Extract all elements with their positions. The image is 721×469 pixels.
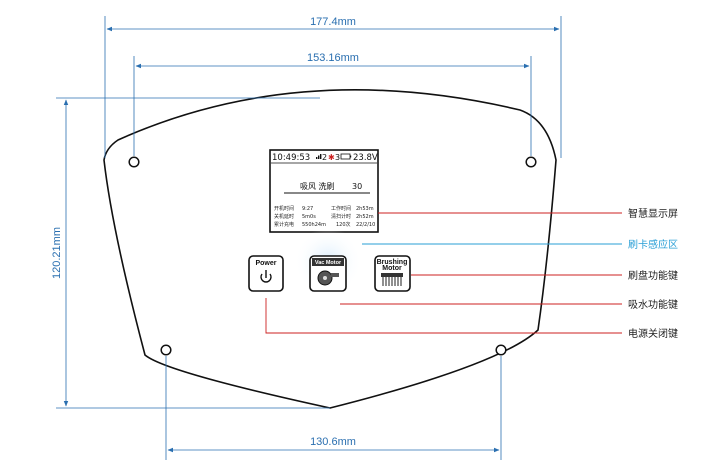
vac-motor-button[interactable]: Vac Motor	[309, 255, 347, 292]
row3-left-label: 累计充电	[274, 221, 294, 228]
vacuum-fan-icon	[317, 270, 339, 286]
callout-display: 智慧显示屏	[628, 207, 678, 220]
display-bluetooth-value: 3	[335, 153, 340, 162]
callout-card-zone: 刷卡感应区	[628, 238, 678, 251]
row2-left-label: 关机延时	[274, 213, 294, 220]
signal-icon	[316, 154, 322, 159]
dim-hole-spacing-bottom	[165, 356, 502, 460]
bluetooth-icon: ✱	[328, 153, 335, 162]
mount-hole-bottom-right	[495, 344, 507, 356]
display-voltage: 23.8V	[353, 153, 378, 163]
smart-display: 10:49:53 2 ✱ 3 23.8V 吸风 洗刷 30 开机时间 9:27 …	[269, 149, 379, 233]
dim-overall-height-label: 120.21mm	[51, 227, 63, 279]
row1-left-value: 9:27	[302, 206, 313, 212]
mount-hole-top-left	[128, 156, 140, 168]
row1-right-label: 工作时间	[331, 205, 351, 212]
dim-overall-width-label: 177.4mm	[310, 16, 356, 28]
dim-hole-spacing-top	[133, 56, 532, 156]
vac-motor-label: Vac Motor	[315, 260, 342, 266]
battery-icon	[340, 153, 352, 160]
callout-brush-key: 刷盘功能键	[628, 269, 678, 282]
leader-power-key	[265, 298, 622, 334]
row2-left-value: 5m0s	[302, 214, 316, 220]
brushing-motor-button[interactable]: Brushing Motor	[374, 255, 411, 292]
power-button-label: Power	[255, 260, 276, 267]
row3-left-value: 550h24m	[302, 222, 326, 228]
row1-left-label: 开机时间	[274, 205, 294, 212]
mount-hole-bottom-left	[160, 344, 172, 356]
brush-icon	[381, 273, 403, 286]
row1-right-value: 2h53m	[356, 206, 374, 212]
power-button[interactable]: Power	[248, 255, 284, 292]
dim-overall-height	[56, 97, 330, 409]
callout-power-key: 电源关闭键	[628, 327, 678, 340]
display-time: 10:49:53	[272, 153, 310, 163]
callout-suction-key: 吸水功能键	[628, 298, 678, 311]
brushing-motor-label-1: Brushing	[377, 259, 408, 266]
dim-hole-spacing-top-label: 153.16mm	[307, 52, 359, 64]
mount-hole-top-right	[525, 156, 537, 168]
row2-right-value: 2h52m	[356, 214, 374, 220]
display-mode-label: 吸风 洗刷	[300, 181, 335, 191]
dim-overall-width	[104, 16, 562, 158]
row3-right-value: 22/2/10	[356, 222, 375, 228]
row3-right-label: 120次	[336, 221, 351, 228]
display-mode-value: 30	[352, 182, 362, 191]
row2-right-label: 清扫计时	[331, 213, 351, 220]
display-signal-value: 2	[322, 153, 327, 162]
power-icon	[260, 270, 272, 283]
brushing-motor-label-2: Motor	[382, 265, 402, 272]
dim-hole-spacing-bottom-label: 130.6mm	[310, 436, 356, 448]
